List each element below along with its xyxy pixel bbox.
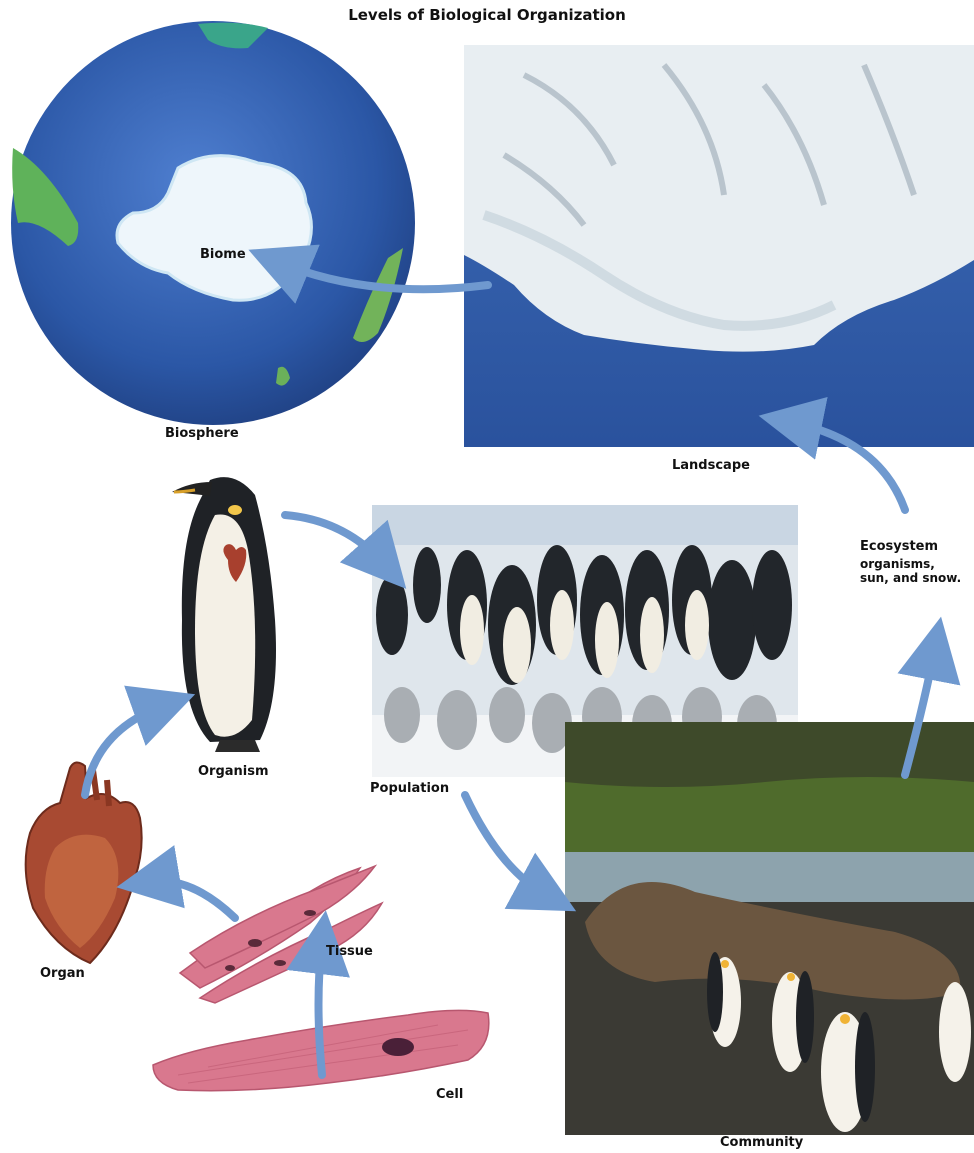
label-ecosystem-desc-1: organisms, xyxy=(860,557,935,571)
label-ecosystem-desc-2: sun, and snow. xyxy=(860,571,961,585)
arrow-ecosystem-to-landscape xyxy=(790,422,905,510)
label-tissue: Tissue xyxy=(326,944,373,959)
label-organ: Organ xyxy=(40,966,85,981)
arrow-landscape-to-biome xyxy=(278,262,488,289)
arrow-cell-to-tissue xyxy=(319,942,323,1075)
arrow-population-to-community xyxy=(465,795,548,896)
label-population: Population xyxy=(370,781,449,796)
label-biome: Biome xyxy=(200,247,246,262)
label-community: Community xyxy=(720,1135,803,1150)
label-biosphere: Biosphere xyxy=(165,426,239,441)
arrow-community-to-ecosystem xyxy=(905,648,935,775)
label-organism: Organism xyxy=(198,764,269,779)
label-ecosystem: Ecosystem xyxy=(860,539,938,554)
arrow-organism-to-population xyxy=(285,515,385,565)
label-cell: Cell xyxy=(436,1087,463,1102)
arrow-organ-to-organism xyxy=(85,705,165,795)
arrow-tissue-to-organ xyxy=(148,881,235,918)
label-landscape: Landscape xyxy=(672,458,750,473)
